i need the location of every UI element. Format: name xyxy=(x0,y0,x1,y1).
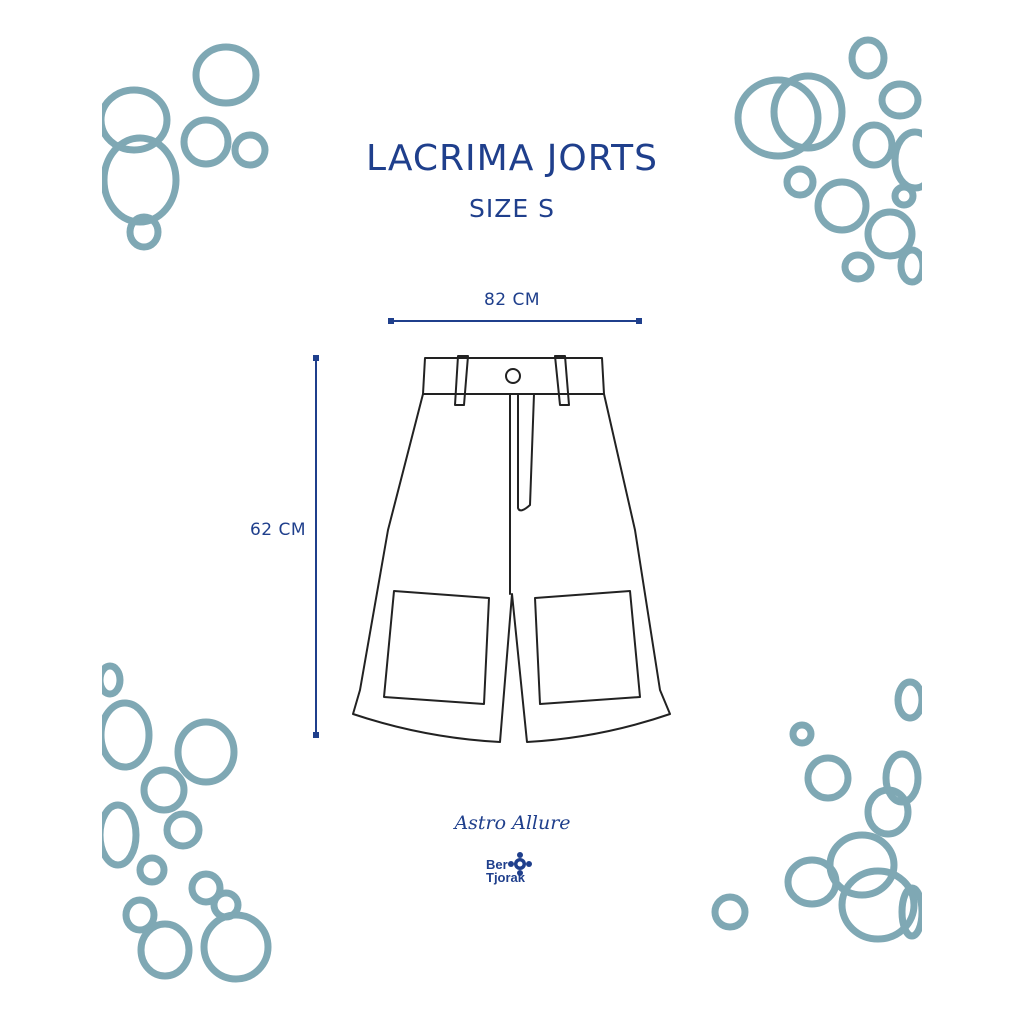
button-icon xyxy=(505,368,521,384)
ber-tjorak-line2: Tjorak xyxy=(486,870,526,885)
shorts-body xyxy=(352,393,671,743)
bubbles-top-right xyxy=(734,36,922,286)
fly-stitch xyxy=(517,393,535,512)
width-measurement-label: 82 CM xyxy=(483,290,541,310)
pocket-right xyxy=(534,590,641,705)
ber-tjorak-line1: Ber xyxy=(486,857,508,872)
bubbles-top-left xyxy=(102,43,269,251)
ber-tjorak-logo: Ber Tjorak xyxy=(486,858,546,884)
belt-loop-left xyxy=(454,355,469,406)
belt-loop-right xyxy=(554,355,570,406)
bubbles-bottom-left xyxy=(102,662,272,983)
length-measurement-label: 62 CM xyxy=(249,520,307,540)
pocket-left xyxy=(383,590,490,705)
size-label: SIZE S xyxy=(469,194,555,223)
bubbles-bottom-right xyxy=(711,678,922,943)
product-title: LACRIMA JORTS xyxy=(366,138,658,179)
astro-allure-logo: Astro Allure xyxy=(454,812,571,834)
size-chart-card xyxy=(102,0,922,1024)
